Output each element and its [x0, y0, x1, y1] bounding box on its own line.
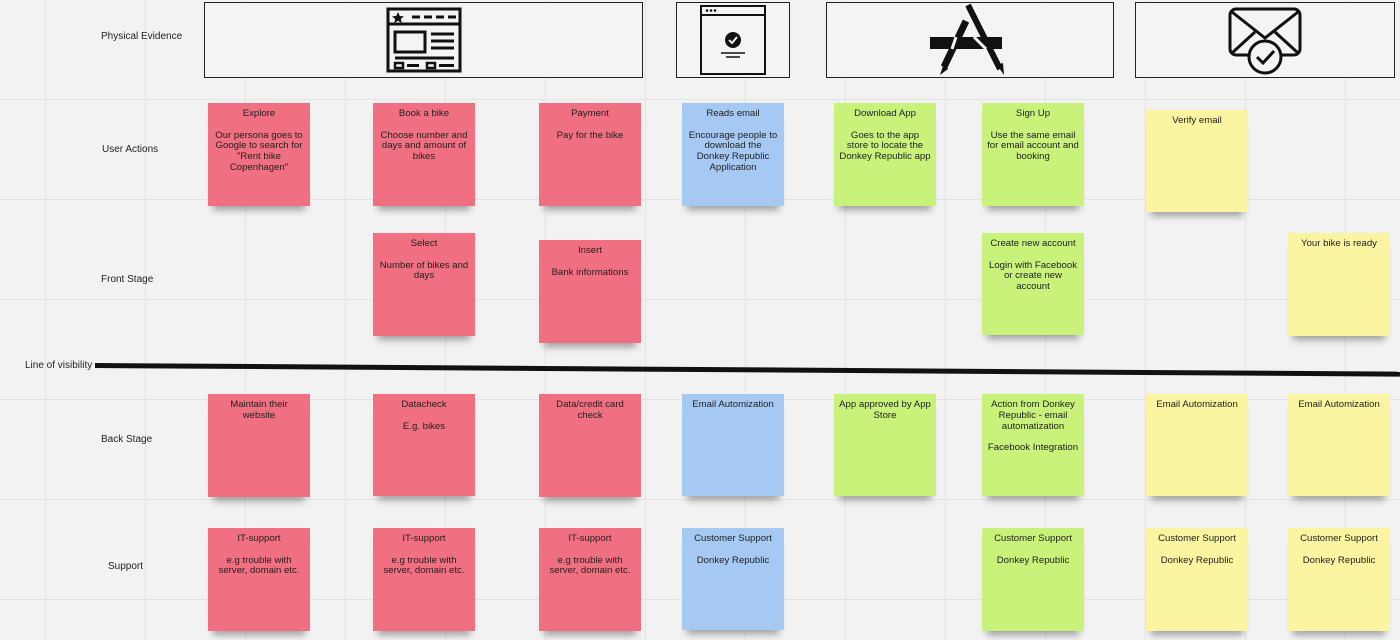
line-of-visibility [94, 363, 1400, 377]
sticky-email-automization-yellow-2[interactable]: Email Automization [1288, 394, 1390, 496]
evidence-box-app-store [826, 2, 1114, 78]
sticky-your-bike-is-ready[interactable]: Your bike is ready [1288, 233, 1390, 336]
sticky-customer-support-yellow-1[interactable]: Customer Support Donkey Republic [1146, 528, 1248, 631]
row-label-line-of-visibility: Line of visibility [25, 360, 93, 371]
sticky-payment[interactable]: Payment Pay for the bike [539, 103, 641, 206]
sticky-create-new-account[interactable]: Create new account Login with Facebook o… [982, 233, 1084, 335]
evidence-box-website [204, 2, 643, 78]
row-label-support: Support [108, 561, 144, 572]
row-label-front-stage: Front Stage [101, 274, 154, 285]
sticky-explore[interactable]: Explore Our persona goes to Google to se… [208, 103, 310, 206]
sticky-it-support-1[interactable]: IT-support e.g trouble with server, doma… [208, 528, 310, 631]
sticky-app-approved[interactable]: App approved by App Store [834, 394, 936, 496]
email-check-icon [1228, 7, 1302, 75]
sticky-book-a-bike[interactable]: Book a bike Choose number and days and a… [373, 103, 475, 206]
sticky-email-automatization-green[interactable]: Action from Donkey Republic - email auto… [982, 394, 1084, 496]
row-label-back-stage: Back Stage [101, 434, 153, 445]
sticky-sign-up[interactable]: Sign Up Use the same email for email acc… [982, 103, 1084, 206]
sticky-select[interactable]: Select Number of bikes and days [373, 233, 475, 336]
sticky-customer-support-yellow-2[interactable]: Customer Support Donkey Republic [1288, 528, 1390, 631]
sticky-email-automization-blue[interactable]: Email Automization [682, 394, 784, 496]
sticky-maintain-website[interactable]: Maintain their website [208, 394, 310, 497]
row-label-user-actions: User Actions [102, 144, 159, 155]
row-label-physical-evidence: Physical Evidence [101, 31, 183, 42]
sticky-customer-support-green[interactable]: Customer Support Donkey Republic [982, 528, 1084, 631]
sticky-verify-email[interactable]: Verify email [1146, 110, 1248, 212]
sticky-datacheck[interactable]: Datacheck E.g. bikes [373, 394, 475, 496]
sticky-it-support-2[interactable]: IT-support e.g trouble with server, doma… [373, 528, 475, 631]
website-icon [386, 7, 461, 73]
sticky-reads-email[interactable]: Reads email Encourage people to download… [682, 103, 784, 206]
evidence-box-browser [676, 2, 790, 78]
sticky-email-automization-yellow-1[interactable]: Email Automization [1146, 394, 1248, 496]
sticky-it-support-3[interactable]: IT-support e.g trouble with server, doma… [539, 528, 641, 631]
sticky-download-app[interactable]: Download App Goes to the app store to lo… [834, 103, 936, 206]
sticky-card-check[interactable]: Data/credit card check [539, 394, 641, 497]
sticky-insert[interactable]: Insert Bank informations [539, 240, 641, 343]
sticky-customer-support-blue[interactable]: Customer Support Donkey Republic [682, 528, 784, 630]
app-store-icon [930, 3, 1004, 75]
browser-check-icon [700, 5, 766, 75]
evidence-box-email [1135, 2, 1395, 78]
